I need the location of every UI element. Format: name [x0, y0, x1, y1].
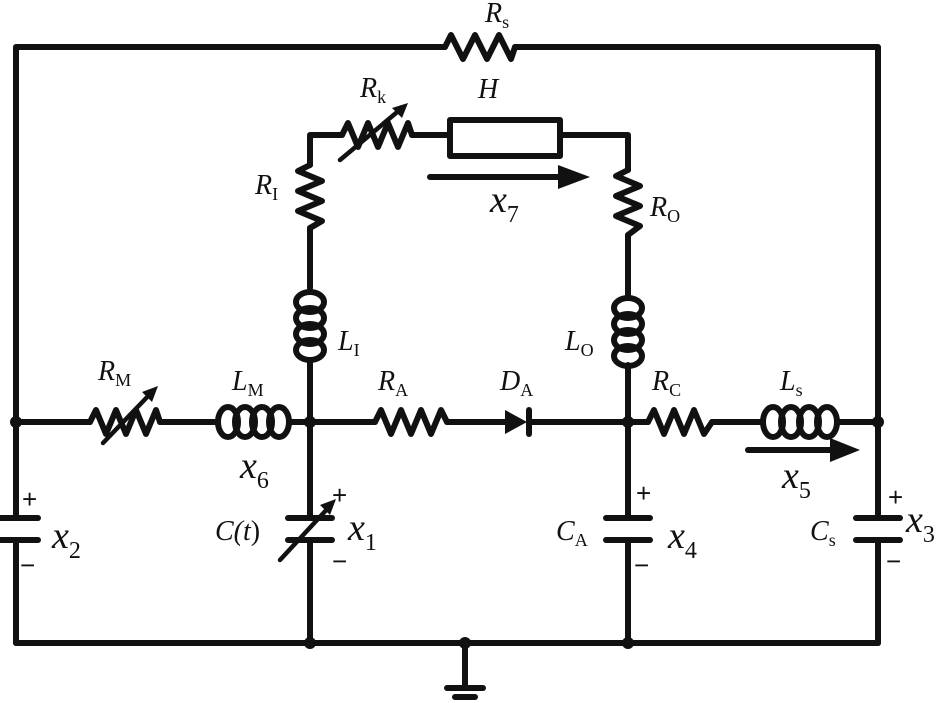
plus-sign-x2: + [22, 484, 37, 514]
label-h: H [477, 74, 500, 105]
minus-sign-x1: − [332, 546, 347, 576]
inductor-li [293, 289, 327, 363]
ground-symbol [444, 685, 486, 700]
label-ro: RO [649, 192, 680, 226]
label-x3: x3 [905, 499, 935, 548]
capacitor-cs [853, 515, 903, 543]
diode-da [505, 407, 532, 437]
label-ls: Ls [779, 366, 803, 400]
variable-arrow-rm [100, 386, 158, 446]
inductor-lo [611, 295, 645, 369]
capacitor-x2 [0, 515, 41, 543]
resistor-rc [645, 407, 715, 437]
label-li: LI [337, 326, 360, 360]
minus-sign-x4: − [634, 550, 649, 580]
wire-right-top [512, 44, 881, 425]
block-h [447, 117, 563, 159]
wire-inner-left-top [307, 132, 345, 168]
wire-h-to-ro [557, 132, 631, 173]
resistor-rs [442, 32, 518, 62]
arrow-x5 [745, 438, 860, 462]
resistor-rk [339, 120, 415, 150]
label-rc: RC [651, 366, 681, 400]
label-lm: LM [231, 366, 264, 400]
label-x7: x7 [489, 179, 519, 228]
minus-sign-x2: − [20, 550, 35, 580]
resistor-ro [613, 167, 643, 238]
junction-dot [304, 637, 316, 649]
junctions [10, 416, 884, 649]
label-da: DA [499, 366, 533, 400]
plus-sign-x4: + [636, 478, 651, 508]
label-x4: x4 [667, 515, 697, 564]
arrow-x7 [427, 165, 590, 189]
label-ca: CA [556, 516, 588, 550]
capacitor-ct [277, 499, 336, 563]
label-x1: x1 [347, 507, 377, 556]
capacitor-ca [603, 515, 653, 543]
plus-sign-x3: + [888, 482, 903, 512]
inductor-ls [760, 404, 840, 440]
variable-arrow-rk [337, 103, 408, 163]
resistor-rm [87, 407, 163, 437]
label-x5: x5 [781, 455, 811, 504]
label-rk: Rk [359, 73, 386, 107]
resistor-ra [372, 407, 450, 437]
label-ri: RI [254, 170, 278, 204]
junction-dot [304, 416, 316, 428]
label-ra: RA [377, 366, 408, 400]
junction-dot [622, 637, 634, 649]
junction-dot [622, 416, 634, 428]
label-x6: x6 [239, 445, 269, 494]
label-lo: LO [564, 326, 594, 360]
junction-dot [872, 416, 884, 428]
wire-left-top [13, 44, 448, 425]
inductor-lm [215, 404, 292, 440]
label-rs: Rs [484, 0, 509, 32]
label-x2: x2 [51, 515, 81, 564]
label-rm: RM [97, 356, 131, 390]
junction-dot [459, 637, 471, 649]
plus-sign-x1: + [332, 480, 347, 510]
junction-dot [10, 416, 22, 428]
label-cs: Cs [810, 516, 836, 550]
minus-sign-x3: − [886, 546, 901, 576]
label-ct: C(t) [215, 516, 260, 547]
resistor-ri [295, 162, 325, 231]
